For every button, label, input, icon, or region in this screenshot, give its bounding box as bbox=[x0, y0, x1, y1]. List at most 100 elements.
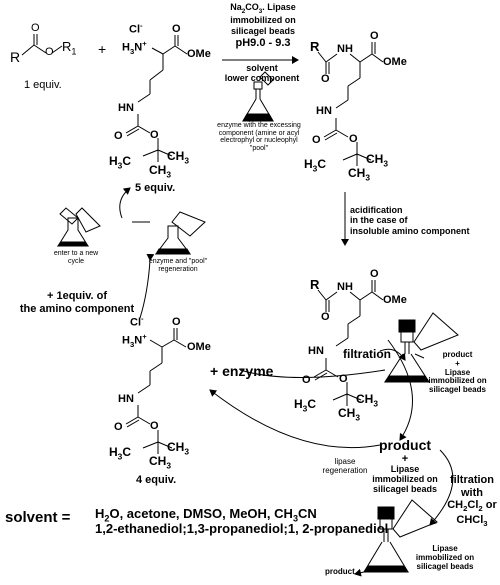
bottom-lipase2: immobilized on bbox=[372, 474, 438, 485]
amine-boc-O: O bbox=[114, 130, 123, 142]
pool-amine-structure bbox=[125, 328, 187, 454]
ester-R: R bbox=[10, 49, 21, 65]
pool-boc-O2: O bbox=[150, 420, 159, 432]
lipase-regen-line1: lipase bbox=[334, 457, 356, 466]
amine-equiv: 5 equiv. bbox=[135, 182, 176, 194]
conditions-line5: solvent bbox=[246, 63, 278, 73]
p2-amide-O: O bbox=[321, 311, 330, 323]
ester-equiv: 1 equiv. bbox=[24, 79, 62, 91]
regeneration-flask-icon bbox=[155, 211, 206, 255]
amine-boc-O2: O bbox=[150, 129, 159, 141]
solvent-line1: H2O, acetone, DMSO, MeOH, CH3CN bbox=[95, 506, 317, 524]
acidification-line2: in the case of bbox=[350, 215, 408, 226]
acidification-text: acidification in the case of insoluble a… bbox=[350, 205, 470, 236]
p2-CH3b: CH3 bbox=[338, 406, 361, 423]
final-product: product bbox=[325, 567, 355, 576]
amine-structure bbox=[125, 35, 188, 162]
amine-H3C: H3C bbox=[109, 154, 132, 171]
conditions-line2: immobilized on bbox=[230, 15, 296, 26]
p2-OMe: OMe bbox=[383, 294, 407, 306]
acidification-line1: acidification bbox=[350, 205, 403, 215]
product2-structure bbox=[313, 280, 384, 406]
flask-note-line2: component (amine or acyl bbox=[218, 129, 300, 137]
solvent-label: solvent = bbox=[5, 509, 71, 526]
pool-enzyme: + enzyme bbox=[210, 363, 274, 379]
p1-HN: HN bbox=[316, 105, 332, 117]
acidification-line3: insoluble amino component bbox=[350, 225, 470, 236]
bottom-lipase3: silicagel beads bbox=[372, 484, 438, 495]
flask-note-line4: "pool" bbox=[249, 145, 269, 153]
p2-ester-O: O bbox=[370, 268, 379, 280]
filtration1-label: filtration bbox=[343, 347, 391, 361]
filtration-solvent-line3: CH2Cl2 or bbox=[447, 499, 497, 514]
filtration1-lipase2: immobilized on bbox=[428, 376, 487, 386]
pool-carbonyl-O: O bbox=[172, 316, 181, 328]
amine-CH3b: CH3 bbox=[149, 163, 172, 180]
pool-CH3b: CH3 bbox=[149, 454, 172, 471]
amine-chloride: Cl- bbox=[129, 21, 143, 36]
p1-R: R bbox=[310, 39, 320, 54]
solvent-line2: 1,2-ethanediol;1,3-propanediol;1, 2-prop… bbox=[95, 521, 389, 536]
amine-H3N: H3N+ bbox=[122, 39, 147, 56]
new-cycle-line1: enter to a new bbox=[53, 250, 99, 257]
bottom-product-block: product + Lipase immobilized on silicage… bbox=[365, 437, 445, 495]
filtration-return-line bbox=[239, 369, 386, 378]
filtration1-lipase3: silicagel beads bbox=[429, 385, 486, 395]
filtration-solvent-line1: filtration bbox=[450, 474, 494, 486]
amine-carbonyl-O: O bbox=[172, 23, 181, 35]
pool-H3C: H3C bbox=[109, 445, 132, 462]
ester-R1: R1 bbox=[62, 39, 77, 57]
p2-CH3a: CH3 bbox=[356, 392, 379, 409]
pool-boc-O: O bbox=[114, 421, 123, 433]
final-lipase1: Lipase bbox=[432, 544, 458, 553]
final-lipase2: immobilized on bbox=[415, 552, 475, 562]
regen-line2: regeneration bbox=[158, 265, 198, 273]
pool-HN: HN bbox=[118, 393, 134, 405]
p2-HN: HN bbox=[308, 345, 324, 357]
conditions-line6: lower component bbox=[224, 73, 300, 84]
bottom-plus: + bbox=[401, 453, 409, 466]
amine-OMe: OMe bbox=[187, 48, 211, 60]
pool-OMe: OMe bbox=[187, 341, 211, 353]
flask-note-line3: electrophyl or nucleophyl bbox=[220, 137, 298, 145]
bottom-product: product bbox=[378, 437, 432, 453]
filtration1-product-text: product + Lipase immobilized on silicage… bbox=[420, 350, 495, 395]
plus-sign-1: + bbox=[98, 41, 107, 57]
cycle-from-pool bbox=[139, 253, 155, 319]
p1-NH: NH bbox=[337, 43, 353, 55]
conditions-line4: pH9.0 - 9.3 bbox=[235, 36, 291, 49]
p1-boc-O: O bbox=[312, 134, 321, 146]
filtration-solvent-arrow bbox=[429, 449, 454, 526]
regen-line1: enzyme and "pool" bbox=[148, 258, 208, 265]
p2-H3C: H3C bbox=[294, 397, 317, 414]
add-amine-line1: + 1equiv. of bbox=[46, 290, 107, 302]
amine-HN: HN bbox=[118, 102, 134, 114]
add-amine-line2: the amino component bbox=[19, 303, 135, 316]
conditions-text: Na2CO3. Lipase immobilized on silicagel … bbox=[218, 2, 308, 50]
amine-CH3a: CH3 bbox=[167, 149, 190, 166]
filtration1-product: product bbox=[442, 350, 473, 359]
new-cycle-label: enter to a new cycle bbox=[48, 250, 104, 265]
enzyme-flask-icon bbox=[242, 71, 274, 122]
filtration-apparatus-2 bbox=[354, 499, 438, 577]
cycle-up-arrow bbox=[119, 187, 131, 219]
p2-NH: NH bbox=[337, 281, 353, 293]
pool-equiv: 4 equiv. bbox=[136, 474, 177, 486]
new-cycle-line2: cycle bbox=[68, 257, 84, 265]
filtration-solvent-line4: CHCl3 bbox=[456, 514, 488, 529]
filtration1-plus: + bbox=[455, 358, 460, 368]
p1-ester-O: O bbox=[370, 30, 379, 42]
lipase-regeneration-arrow bbox=[209, 389, 381, 449]
p2-boc-O: O bbox=[302, 374, 311, 386]
p1-H3C: H3C bbox=[304, 157, 327, 174]
p1-amide-O: O bbox=[321, 73, 330, 85]
pool-CH3a: CH3 bbox=[167, 440, 190, 457]
p1-boc-O2: O bbox=[349, 133, 358, 145]
conditions-line1: Na2CO3. Lipase bbox=[230, 2, 296, 15]
p1-OMe: OMe bbox=[383, 56, 407, 68]
final-lipase-text: Lipase immobilized on silicagel beads bbox=[400, 544, 490, 571]
add-amine-text: + 1equiv. of the amino component bbox=[12, 290, 142, 316]
bottom-lipase1: Lipase bbox=[390, 464, 420, 475]
ester-carbonyl-O: O bbox=[31, 22, 40, 34]
